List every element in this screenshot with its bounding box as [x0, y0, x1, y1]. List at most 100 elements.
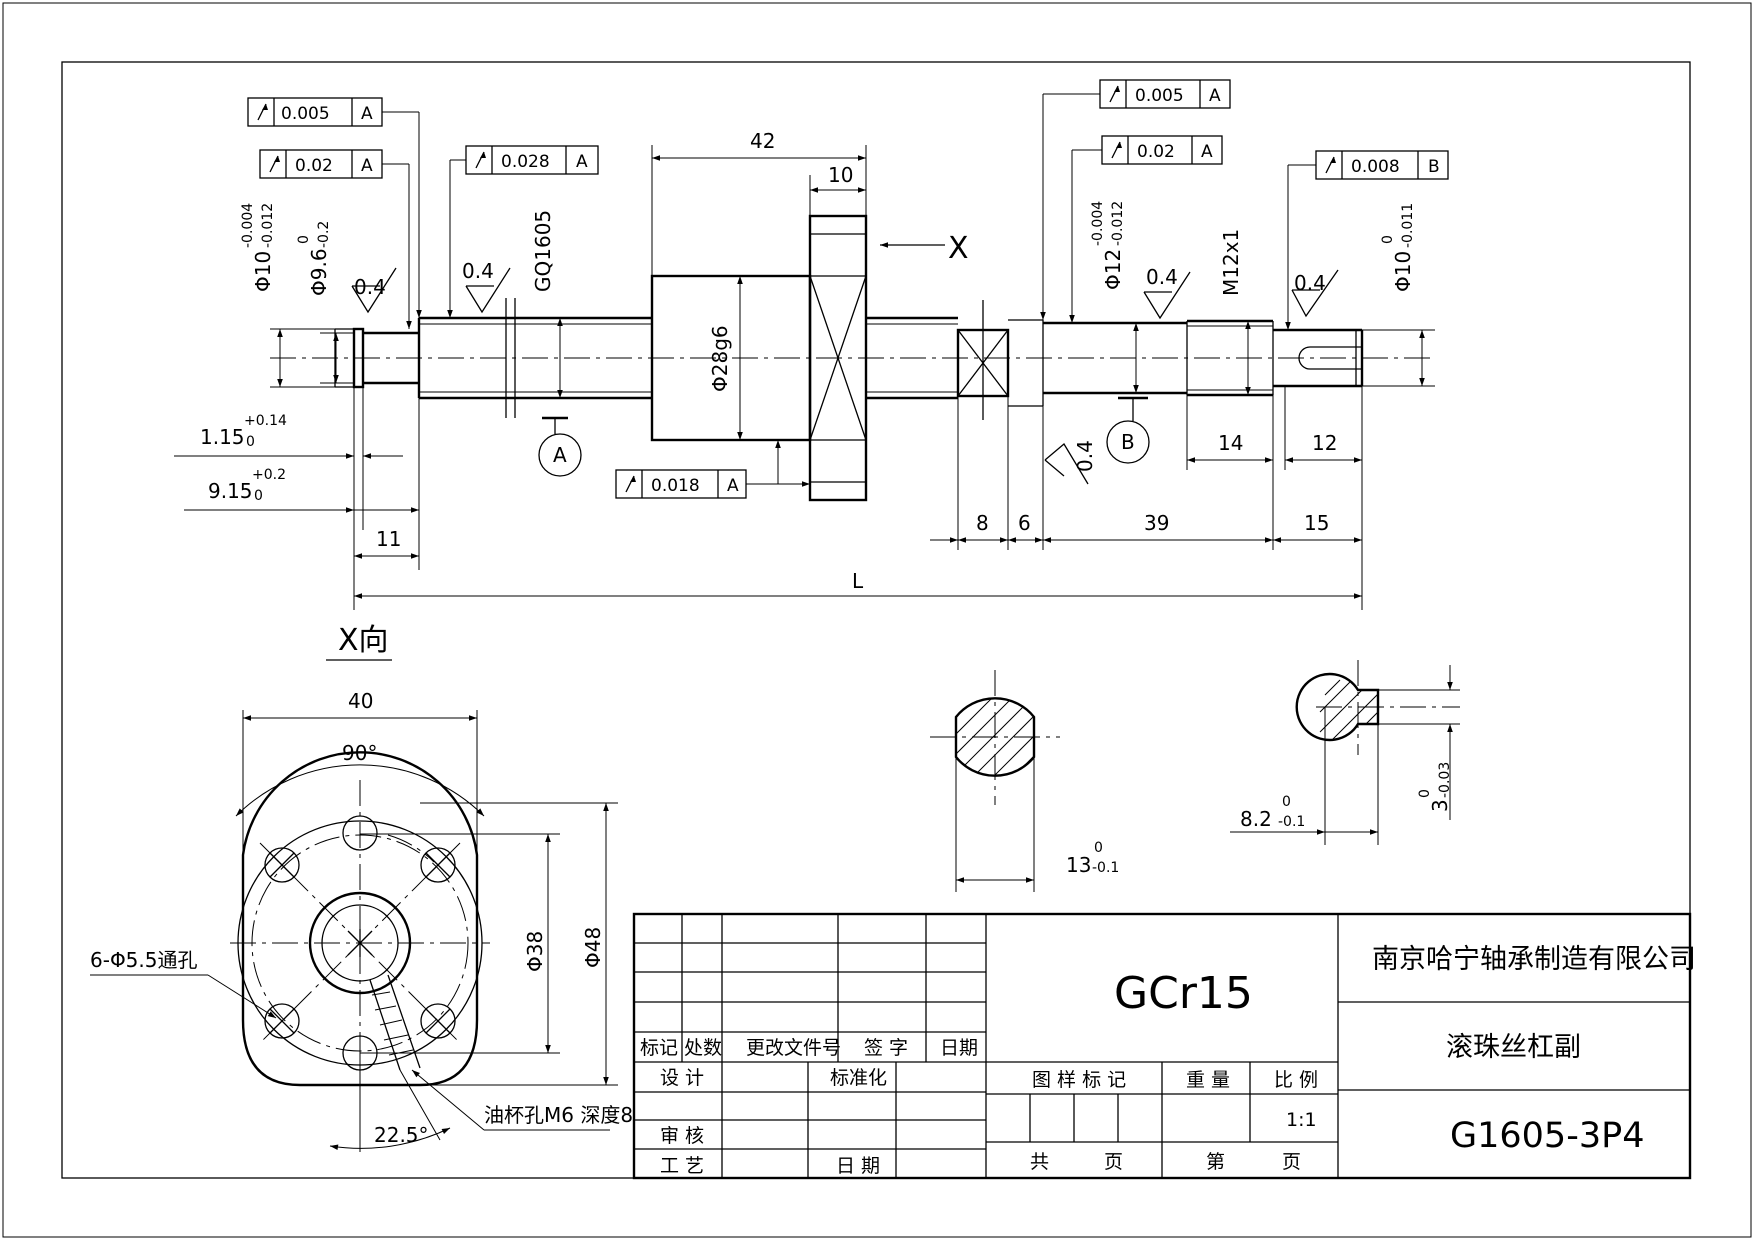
dim-3: 3	[1428, 799, 1452, 812]
label-pattern-mark: 图 样 标 记	[1032, 1069, 1126, 1091]
svg-text:0.4: 0.4	[354, 275, 386, 299]
label-design: 设 计	[660, 1067, 704, 1089]
part-name: 滚珠丝杠副	[1446, 1032, 1581, 1063]
x-arrow-label: X	[948, 231, 969, 266]
svg-text:0.02: 0.02	[1137, 142, 1175, 162]
dim-39: 39	[1144, 511, 1169, 535]
rev-header-mark: 标记	[640, 1037, 678, 1059]
svg-text:0.005: 0.005	[281, 104, 330, 124]
dim-1-15-upper: +0.14	[244, 413, 287, 429]
label-sheet: 第	[1206, 1151, 1225, 1173]
label-weight: 重 量	[1186, 1069, 1230, 1091]
dim-13-upper: 0	[1094, 840, 1103, 856]
fcf-2: 0.028 A	[447, 145, 599, 318]
label-process: 工 艺	[660, 1155, 704, 1177]
dim-8-2-lower: -0.1	[1278, 814, 1305, 830]
svg-text:A: A	[361, 156, 373, 176]
rev-header-date: 日期	[940, 1037, 978, 1059]
dim-phi38: Φ38	[523, 931, 547, 972]
dim-8-2-upper: 0	[1282, 794, 1291, 810]
dim-phi12-lower: -0.012	[1110, 201, 1126, 246]
title-block: 标记 处数 更改文件号 签 字 日期 设 计 标准化 审 核 工 艺 日 期 G…	[632, 912, 1696, 1180]
dim-13-lower: -0.1	[1092, 860, 1119, 876]
thread-gq1605: GQ1605	[531, 210, 555, 292]
datum-a: A	[538, 416, 582, 477]
dim-phi10-right-lower: -0.011	[1400, 203, 1416, 248]
dim-10: 10	[828, 163, 853, 187]
svg-text:A: A	[727, 476, 739, 496]
dimension-lines	[174, 155, 1425, 599]
dim-L: L	[852, 569, 864, 593]
scale-value: 1:1	[1286, 1109, 1317, 1131]
dim-13: 13	[1066, 853, 1091, 877]
svg-text:A: A	[361, 104, 373, 124]
drawing-frame	[61, 61, 1691, 1179]
dim-40: 40	[348, 689, 373, 713]
angle-90: 90°	[342, 741, 377, 765]
thread-m12x1: M12x1	[1219, 229, 1243, 296]
oil-hole-note: 油杯孔M6 深度8	[484, 1103, 633, 1127]
svg-text:0.4: 0.4	[1294, 271, 1326, 295]
rev-header-count: 处数	[684, 1037, 722, 1059]
dim-9-15-lower: 0	[254, 488, 263, 504]
label-review: 审 核	[660, 1125, 704, 1147]
label-standard: 标准化	[830, 1067, 887, 1089]
dim-11: 11	[376, 527, 401, 551]
svg-text:0.008: 0.008	[1351, 157, 1400, 177]
dim-phi9-6: Φ9.6	[307, 248, 331, 296]
part-number: G1605-3P4	[1450, 1116, 1644, 1156]
extension-lines	[270, 145, 1435, 610]
label-total: 共	[1030, 1151, 1049, 1173]
label-page-2: 页	[1282, 1151, 1301, 1173]
shaft-view	[270, 214, 1435, 502]
svg-text:0.02: 0.02	[295, 156, 333, 176]
dim-phi9-6-lower: -0.2	[316, 221, 332, 248]
dim-phi12-upper: -0.004	[1090, 201, 1106, 246]
svg-text:0.005: 0.005	[1135, 86, 1184, 106]
section-keyway: 3 0 -0.03 8.2 0 -0.1	[1230, 660, 1460, 845]
dim-phi48: Φ48	[581, 927, 605, 968]
x-view-label: X向	[338, 623, 389, 658]
holes-note: 6-Φ5.5通孔	[90, 948, 198, 972]
dim-phi10-right: Φ10	[1391, 251, 1415, 292]
svg-text:0.028: 0.028	[501, 152, 550, 172]
dim-phi10-left-upper: -0.004	[240, 203, 256, 248]
dim-3-lower: -0.03	[1437, 762, 1453, 798]
dim-phi28g6: Φ28g6	[708, 325, 732, 392]
dim-6: 6	[1018, 511, 1031, 535]
dim-42: 42	[750, 129, 775, 153]
material: GCr15	[1114, 968, 1253, 1019]
dim-12: 12	[1312, 431, 1337, 455]
svg-text:0.4: 0.4	[1073, 440, 1097, 472]
dim-8-2: 8.2	[1240, 807, 1272, 831]
svg-text:B: B	[1121, 430, 1135, 454]
datum-b: B	[1106, 396, 1150, 464]
dim-phi10-right-upper: 0	[1380, 235, 1396, 244]
fcf-3: 0.018 A	[615, 440, 810, 499]
dim-9-15-upper: +0.2	[252, 467, 286, 483]
svg-text:0.4: 0.4	[1146, 265, 1178, 289]
svg-text:0.018: 0.018	[651, 476, 700, 496]
angle-22-5: 22.5°	[374, 1123, 429, 1147]
dim-1-15: 1.15	[200, 425, 245, 449]
svg-text:A: A	[576, 152, 588, 172]
dim-phi10-left-lower: -0.012	[260, 203, 276, 248]
label-page: 页	[1104, 1151, 1123, 1173]
dim-phi9-6-upper: 0	[296, 235, 312, 244]
flange-view	[230, 751, 490, 1110]
svg-text:0.4: 0.4	[462, 259, 494, 283]
fcf-5: 0.02 A	[1069, 135, 1223, 323]
dim-phi12: Φ12	[1101, 249, 1125, 290]
svg-text:A: A	[553, 443, 567, 467]
label-date: 日 期	[836, 1155, 880, 1177]
dim-phi10-left: Φ10	[251, 251, 275, 292]
dim-1-15-lower: 0	[246, 434, 255, 450]
fcf-0: 0.005 A	[247, 97, 422, 318]
fcf-4: 0.005 A	[1040, 79, 1231, 320]
section-square: 13 0 -0.1	[930, 670, 1119, 892]
company-name: 南京哈宁轴承制造有限公司	[1372, 944, 1696, 975]
rev-header-doc: 更改文件号	[746, 1037, 841, 1059]
label-scale: 比 例	[1274, 1069, 1318, 1091]
svg-text:A: A	[1209, 86, 1221, 106]
